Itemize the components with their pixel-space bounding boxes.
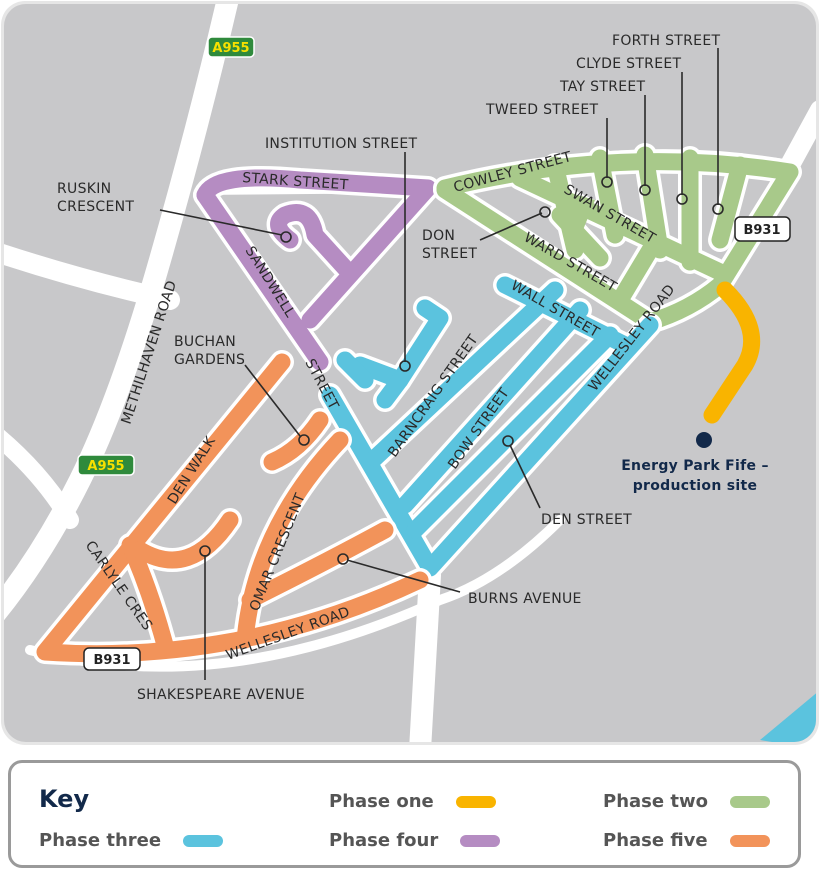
- legend-phase-four: Phase four: [329, 830, 501, 851]
- label-stark-street: STARK STREET: [242, 170, 349, 193]
- swatch-phase-five: [729, 834, 770, 847]
- phase-one-road: [703, 281, 761, 424]
- label-tay-street: TAY STREET: [559, 79, 646, 95]
- legend-phase-three: Phase three: [39, 830, 224, 851]
- phase-five-roads: [33, 350, 432, 666]
- legend-phase-one: Phase one: [329, 791, 496, 812]
- label-don-street: STREET: [422, 246, 477, 262]
- legend-title: Key: [39, 785, 90, 813]
- water-area: [760, 690, 816, 742]
- label-crescent: CRESCENT: [57, 199, 134, 215]
- label-ruskin: RUSKIN: [57, 181, 111, 197]
- legend-phase-two: Phase two: [603, 791, 770, 812]
- street-markers: [199, 176, 724, 565]
- swatch-phase-two: [729, 795, 770, 808]
- leader-lines: [159, 48, 719, 680]
- swatch-phase-three: [183, 834, 224, 847]
- swatch-phase-one: [455, 795, 496, 808]
- label-clyde-street: CLYDE STREET: [576, 56, 682, 72]
- b931-badge-right: B931: [734, 216, 791, 242]
- a955-badge-top: A955: [207, 36, 255, 58]
- label-burns-avenue: BURNS AVENUE: [468, 591, 582, 607]
- phase-two-roads: [433, 143, 802, 334]
- svg-text:B931: B931: [93, 653, 130, 668]
- label-gardens: GARDENS: [174, 352, 245, 368]
- label-shakespeare-avenue: SHAKESPEARE AVENUE: [137, 687, 305, 703]
- phase-three-roads: [318, 273, 662, 580]
- label-don: DON: [422, 228, 455, 244]
- label-tweed-street: TWEED STREET: [485, 102, 598, 118]
- label-den-street: DEN STREET: [541, 512, 632, 528]
- label-forth-street: FORTH STREET: [612, 33, 720, 49]
- label-institution-street: INSTITUTION STREET: [265, 136, 418, 152]
- site-marker[interactable]: [696, 432, 712, 448]
- legend: Key Phase one Phase two Phase three Phas…: [8, 760, 801, 868]
- svg-text:B931: B931: [743, 223, 780, 238]
- svg-text:A955: A955: [87, 459, 124, 474]
- label-site-line1: Energy Park Fife –: [621, 458, 769, 474]
- b931-badge-bottom: B931: [83, 647, 141, 671]
- legend-phase-five: Phase five: [603, 830, 770, 851]
- label-buchan: BUCHAN: [174, 334, 236, 350]
- swatch-phase-four: [460, 834, 501, 847]
- label-site-line2: production site: [633, 478, 758, 494]
- a955-badge-mid: A955: [77, 454, 135, 476]
- svg-text:A955: A955: [212, 41, 249, 56]
- map[interactable]: A955 A955 B931 B931 METHILHAVEN ROAD STA…: [0, 0, 820, 750]
